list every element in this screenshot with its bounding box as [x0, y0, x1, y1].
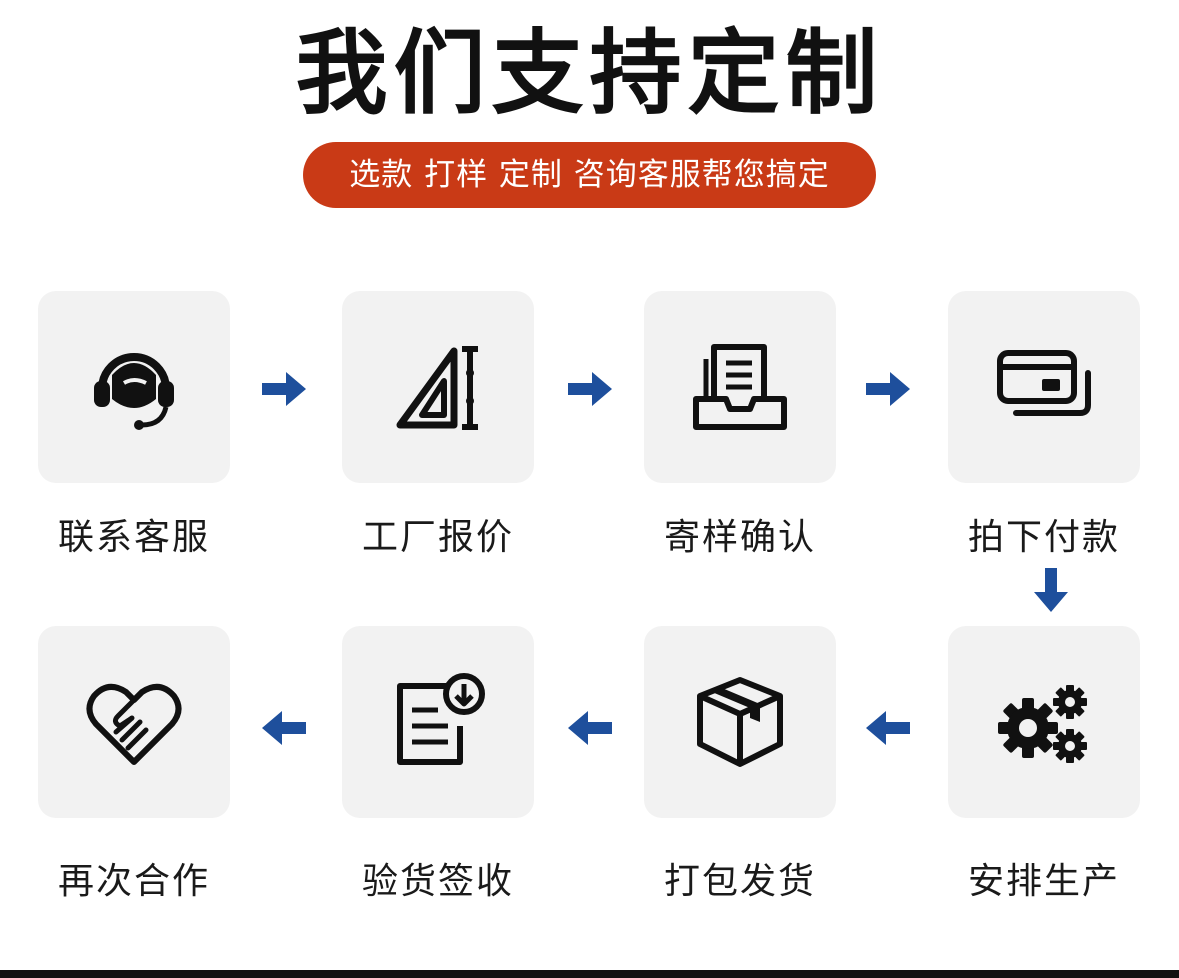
- step-label-inspect-receive: 验货签收: [361, 861, 514, 902]
- step-label-cooperate-again: 再次合作: [57, 861, 210, 902]
- step-card-contact-service: [38, 291, 230, 483]
- subtitle-badge: 选款 打样 定制 咨询客服帮您搞定: [303, 142, 876, 208]
- step-card-pack-ship: [644, 626, 836, 818]
- arrow-right-icon: [568, 372, 612, 406]
- gears-icon: [998, 685, 1087, 763]
- arrow-left-icon: [262, 711, 306, 745]
- bottom-divider: [0, 970, 1179, 978]
- ruler-triangle-icon: [396, 346, 478, 430]
- page-title: 我们支持定制: [295, 20, 884, 127]
- arrow-left-icon: [866, 711, 910, 745]
- arrow-right-icon: [262, 372, 306, 406]
- step-card-inspect-receive: [342, 626, 534, 818]
- credit-card-icon: [997, 350, 1091, 416]
- step-card-sample-confirm: [644, 291, 836, 483]
- arrow-down-icon: [1034, 568, 1068, 612]
- step-label-contact-service: 联系客服: [57, 517, 210, 558]
- step-card-production: [948, 626, 1140, 818]
- heart-handshake-icon: [86, 683, 182, 765]
- step-label-payment: 拍下付款: [967, 517, 1120, 558]
- step-card-payment: [948, 291, 1140, 483]
- step-label-production: 安排生产: [967, 861, 1120, 902]
- arrow-right-icon: [866, 372, 910, 406]
- document-download-icon: [397, 673, 485, 765]
- document-tray-icon: [693, 344, 787, 430]
- step-card-cooperate-again: [38, 626, 230, 818]
- step-label-pack-ship: 打包发货: [663, 861, 816, 902]
- headset-icon: [94, 353, 174, 430]
- step-card-factory-quote: [342, 291, 534, 483]
- step-label-sample-confirm: 寄样确认: [663, 517, 816, 558]
- package-box-icon: [697, 677, 783, 767]
- step-label-factory-quote: 工厂报价: [361, 517, 514, 558]
- arrow-left-icon: [568, 711, 612, 745]
